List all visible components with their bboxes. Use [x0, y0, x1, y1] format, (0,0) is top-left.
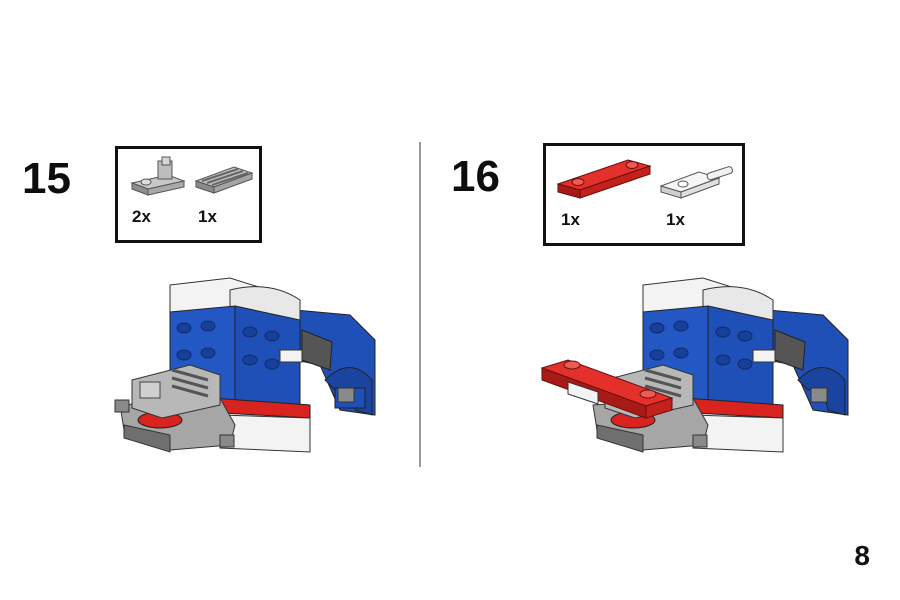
step-16-part-2-qty: 1x — [666, 210, 685, 229]
step-16-vehicle-model-image — [540, 277, 849, 453]
step-15-part-2-qty: 1x — [198, 207, 217, 226]
step-15-parts-box: 2x 1x — [115, 146, 262, 243]
white-handle-plate-icon — [659, 166, 733, 199]
page-number: 8 — [854, 540, 870, 571]
step-divider — [419, 142, 421, 467]
step-15-number: 15 — [22, 154, 71, 203]
step-16-part-1-qty: 1x — [561, 210, 580, 229]
step-16-number: 16 — [451, 152, 500, 201]
step-15-vehicle-model-image — [114, 277, 376, 453]
gray-hinge-plate-icon — [130, 156, 186, 196]
red-plate-1x4-icon — [556, 159, 652, 199]
step-15-part-1-qty: 2x — [132, 207, 151, 226]
step-16-parts-box: 1x 1x — [543, 143, 745, 246]
gray-grille-tile-icon — [194, 166, 254, 194]
